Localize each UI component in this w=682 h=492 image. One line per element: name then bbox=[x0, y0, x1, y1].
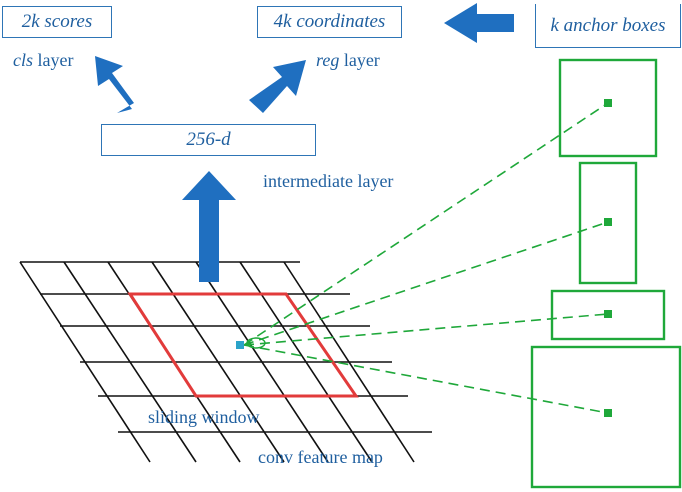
conv-feature-grid bbox=[19, 261, 432, 463]
up-arrow-icon bbox=[182, 171, 236, 282]
arrow-to-cls-icon bbox=[95, 56, 134, 113]
anchor-centers bbox=[604, 99, 612, 417]
intermediate-layer-label: intermediate layer bbox=[263, 171, 394, 191]
blue-arrows bbox=[95, 3, 514, 282]
anchor-boxes bbox=[530, 58, 682, 489]
anchor-box-2 bbox=[578, 161, 638, 285]
cls-layer-label: cls layer bbox=[13, 50, 74, 70]
feature-map-label: conv feature map bbox=[258, 447, 383, 467]
projection-lines bbox=[243, 102, 609, 414]
sliding-window-frame bbox=[127, 292, 359, 398]
scores-box: 2k scores bbox=[2, 6, 112, 38]
anchor-box-3 bbox=[550, 289, 666, 341]
sliding-window-label: sliding window bbox=[148, 407, 260, 427]
anchor-box-1 bbox=[558, 58, 658, 158]
window-center-point bbox=[236, 341, 244, 349]
left-arrow-icon bbox=[444, 3, 514, 43]
reg-layer-label: reg layer bbox=[316, 50, 380, 70]
anchor-box-4 bbox=[530, 345, 682, 489]
coordinates-box: 4k coordinates bbox=[257, 6, 402, 38]
anchor-boxes-box: k anchor boxes bbox=[535, 4, 681, 48]
intermediate-box: 256-d bbox=[101, 124, 316, 156]
arrow-to-reg-icon bbox=[249, 60, 306, 113]
